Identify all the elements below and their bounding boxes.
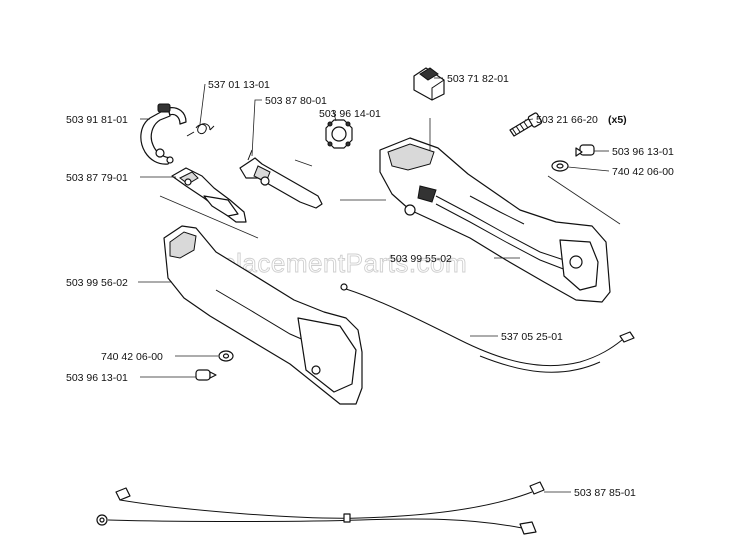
label-503-87-80-01: 503 87 80-01 — [265, 95, 327, 107]
label-503-91-81-01: 503 91 81-01 — [66, 114, 128, 126]
nut-part — [325, 119, 353, 149]
throttle-lever-part — [239, 149, 323, 209]
wiring-harness-part — [96, 481, 545, 535]
spring-part — [186, 123, 215, 137]
leader-lines — [138, 77, 621, 493]
screw-washer-left-part — [195, 350, 234, 381]
label-537-01-13-01: 537 01 13-01 — [208, 79, 270, 91]
label-503-87-79-01: 503 87 79-01 — [66, 172, 128, 184]
screw-part-x5 — [509, 112, 543, 137]
label-503-96-14-01: 503 96 14-01 — [319, 108, 381, 120]
label-503-99-56-02: 503 99 56-02 — [66, 277, 128, 289]
label-503-87-85-01: 503 87 85-01 — [574, 487, 636, 499]
throttle-cable-part — [340, 283, 635, 373]
switch-part — [413, 67, 445, 101]
part-labels: 503 91 81-01 537 01 13-01 503 87 80-01 5… — [66, 73, 674, 499]
handle-right-half-part — [379, 137, 611, 303]
label-503-99-55-02: 503 99 55-02 — [390, 253, 452, 265]
screw-washer-right-part — [551, 144, 595, 172]
clamp-part — [140, 103, 187, 165]
throttle-trigger-part — [171, 167, 247, 223]
label-qty-x5: (x5) — [608, 114, 627, 126]
label-740-42-06-00-right: 740 42 06-00 — [612, 166, 674, 178]
label-503-71-82-01: 503 71 82-01 — [447, 73, 509, 85]
label-503-21-66-20: 503 21 66-20 — [536, 114, 598, 126]
label-740-42-06-00-left: 740 42 06-00 — [101, 351, 163, 363]
label-537-05-25-01: 537 05 25-01 — [501, 331, 563, 343]
handle-left-half-part — [163, 225, 363, 405]
label-503-96-13-01-left: 503 96 13-01 — [66, 372, 128, 384]
label-503-96-13-01-right: 503 96 13-01 — [612, 146, 674, 158]
